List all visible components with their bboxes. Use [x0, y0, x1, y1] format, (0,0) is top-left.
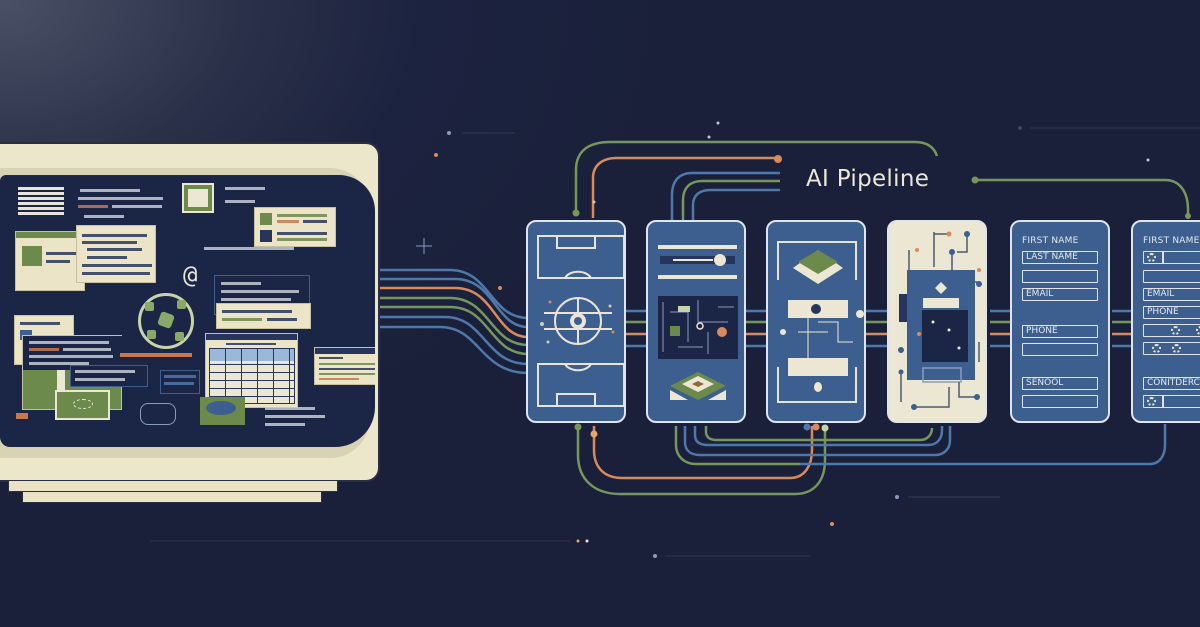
document-window [314, 347, 375, 385]
first-name-input[interactable] [1143, 251, 1200, 264]
chip-icon [777, 241, 864, 403]
last-name-input[interactable] [1022, 270, 1098, 283]
notice-window [216, 303, 311, 329]
last-name-label: LAST NAME [1026, 252, 1078, 262]
email-field[interactable]: EMAIL [1143, 288, 1200, 301]
phone-input[interactable] [1022, 343, 1098, 356]
option-row[interactable] [1143, 342, 1200, 355]
stage-card-schematic[interactable] [887, 220, 987, 423]
gear-icon [1196, 325, 1200, 335]
profile-window [15, 231, 85, 291]
chip-icon [182, 183, 214, 213]
gear-icon [1147, 252, 1156, 262]
at-sign-icon: @ [183, 261, 198, 289]
phone-label: PHONE [1147, 307, 1179, 317]
contacts-window [254, 207, 336, 247]
soccer-field-icon [537, 235, 624, 407]
option-row[interactable] [1143, 324, 1200, 337]
stage-card-soccer-field[interactable] [526, 220, 626, 423]
message-window [76, 225, 156, 283]
monitor-screen: @ [0, 175, 375, 447]
phone-label: PHONE [1026, 326, 1058, 336]
soccer-ball-icon [138, 293, 194, 349]
school-field[interactable]: SENOOL [1022, 377, 1098, 390]
spreadsheet-window [205, 333, 298, 408]
confidence-input[interactable] [1143, 395, 1200, 408]
first-name-label: FIRST NAME [1143, 236, 1200, 246]
gear-icon [1152, 343, 1161, 353]
gear-icon [1172, 343, 1181, 353]
gear-icon [1171, 325, 1180, 335]
last-name-input[interactable] [1143, 270, 1200, 283]
last-name-field[interactable]: LAST NAME [1022, 251, 1098, 264]
email-label: EMAIL [1147, 289, 1175, 299]
phone-field[interactable]: PHONE [1143, 306, 1200, 319]
stage-card-circuit[interactable] [646, 220, 746, 423]
confidence-field[interactable]: CONITDERCE S [1143, 377, 1200, 390]
monitor-stand-base [22, 491, 322, 503]
phone-field[interactable]: PHONE [1022, 325, 1098, 338]
pipeline-title: AI Pipeline [806, 166, 930, 192]
school-input[interactable] [1022, 395, 1098, 408]
confidence-label: CONITDERCE S [1147, 378, 1200, 388]
email-label: EMAIL [1026, 289, 1054, 299]
gear-icon [1147, 396, 1156, 406]
form-card-confidence[interactable]: FIRST NAME EMAIL PHONE CONITDERCE S [1131, 220, 1200, 423]
school-label: SENOOL [1026, 378, 1064, 388]
email-field[interactable]: EMAIL [1022, 288, 1098, 301]
code-block [18, 187, 64, 215]
schematic-icon [898, 231, 982, 410]
first-name-label: FIRST NAME [1022, 236, 1079, 246]
stage-card-processing[interactable] [766, 220, 866, 423]
circuit-icon [658, 245, 738, 400]
form-card-contact[interactable]: FIRST NAME LAST NAME EMAIL PHONE SENOOL [1010, 220, 1110, 423]
